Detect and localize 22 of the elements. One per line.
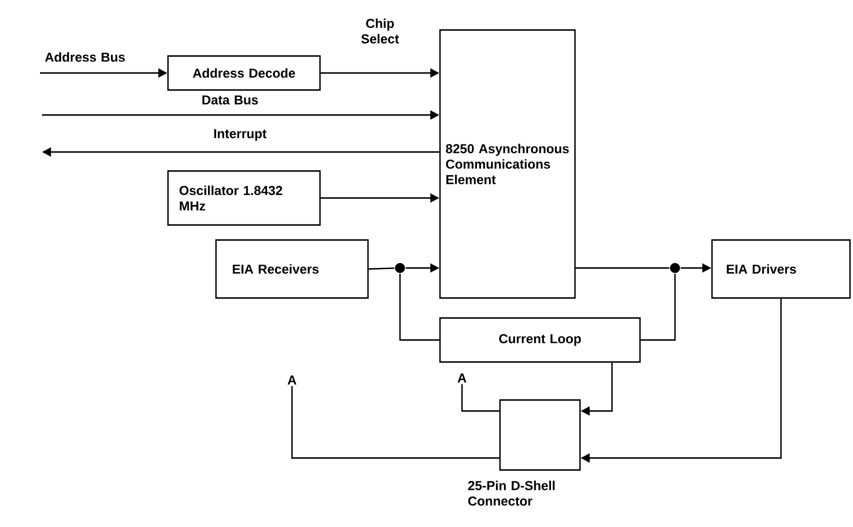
connector-line bbox=[640, 274, 676, 341]
edge-label: Chip Select bbox=[361, 18, 399, 44]
edge-label: Interrupt bbox=[214, 129, 266, 141]
junction-dot bbox=[670, 263, 680, 273]
edge-label: Data Bus bbox=[202, 95, 258, 104]
connector-line bbox=[461, 384, 500, 412]
connector-line bbox=[576, 267, 670, 269]
chip-box: 8250 Asynchronous Communications Element bbox=[439, 29, 576, 299]
process-box: EIA Drivers bbox=[711, 239, 851, 299]
terminal-label: A bbox=[458, 374, 466, 382]
process-box: Oscillator 1.8432 MHz bbox=[167, 170, 321, 226]
process-box: Address Decode bbox=[167, 55, 321, 91]
connector-caption: 25-Pin D-Shell Connector bbox=[468, 480, 555, 506]
connector-line bbox=[399, 274, 440, 341]
terminal-label: A bbox=[288, 376, 296, 384]
connector-line bbox=[291, 386, 500, 459]
process-box: Current Loop bbox=[439, 317, 641, 363]
connector-box bbox=[499, 399, 581, 471]
edge-label: Address Bus bbox=[45, 52, 125, 62]
connector-line bbox=[368, 267, 394, 270]
junction-dot bbox=[395, 263, 405, 273]
process-box: EIA Receivers bbox=[215, 239, 369, 299]
